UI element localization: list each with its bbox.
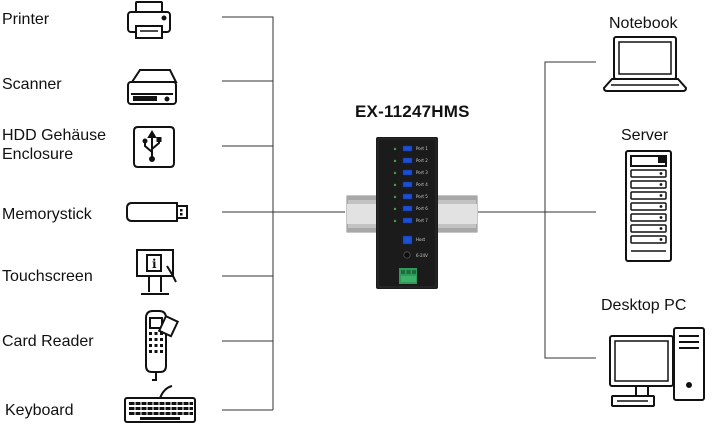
touchscreen-kiosk-icon: i	[136, 249, 177, 295]
port-label-4: Port 4	[416, 182, 428, 187]
label-printer: Printer	[2, 11, 50, 28]
left-bus-line	[222, 16, 274, 410]
keyboard-key-gaps	[134, 401, 190, 416]
printer-icon	[127, 1, 171, 39]
usb-ports	[402, 145, 413, 245]
label-server: Server	[621, 127, 669, 144]
port-label-7: Port 7	[416, 218, 428, 223]
port-label-5: Port 5	[416, 194, 428, 199]
label-touchscreen: Touchscreen	[2, 268, 93, 285]
card-reader-keypad	[149, 332, 163, 353]
card-reader-icon	[145, 310, 180, 381]
label-desktop-pc: Desktop PC	[601, 297, 687, 314]
desktop-pc-icon	[609, 327, 705, 407]
hub-port-labels: Port 1 Port 2 Port 3 Port 4 Port 5 Port …	[416, 146, 428, 258]
hdd-enclosure-icon	[133, 126, 175, 168]
power-jack	[403, 251, 411, 259]
svg-text:i: i	[152, 257, 157, 271]
terminal-block	[399, 268, 417, 284]
label-keyboard: Keyboard	[5, 402, 74, 419]
server-drive-bays	[630, 169, 667, 244]
port-label-6: Port 6	[416, 206, 428, 211]
port-label-2: Port 2	[416, 158, 428, 163]
left-branch-lines	[222, 80, 273, 411]
scanner-icon	[127, 69, 178, 105]
device-title: EX-11247HMS	[355, 102, 470, 121]
label-notebook: Notebook	[609, 15, 678, 32]
label-hdd-line2: Enclosure	[2, 146, 74, 163]
connection-lines	[222, 16, 596, 411]
notebook-icon	[602, 36, 688, 92]
port-label-1: Port 1	[416, 146, 428, 151]
keyboard-icon	[124, 385, 196, 423]
server-icon	[625, 150, 672, 262]
label-scanner: Scanner	[2, 76, 62, 93]
port-label-3: Port 3	[416, 170, 428, 175]
right-bus-line	[544, 61, 596, 359]
server-bay-leds	[659, 172, 663, 241]
label-card-reader: Card Reader	[2, 333, 94, 350]
host-label: Host	[416, 237, 426, 242]
power-label: 6-24V	[416, 253, 428, 258]
port-leds	[393, 147, 397, 223]
label-hdd-line1: HDD Gehäuse	[2, 127, 107, 144]
keyboard-keys	[129, 402, 193, 420]
usb-stick-icon	[126, 202, 188, 222]
usb-hub-device: Port 1 Port 2 Port 3 Port 4 Port 5 Port …	[376, 137, 438, 289]
label-memorystick: Memorystick	[2, 206, 92, 223]
